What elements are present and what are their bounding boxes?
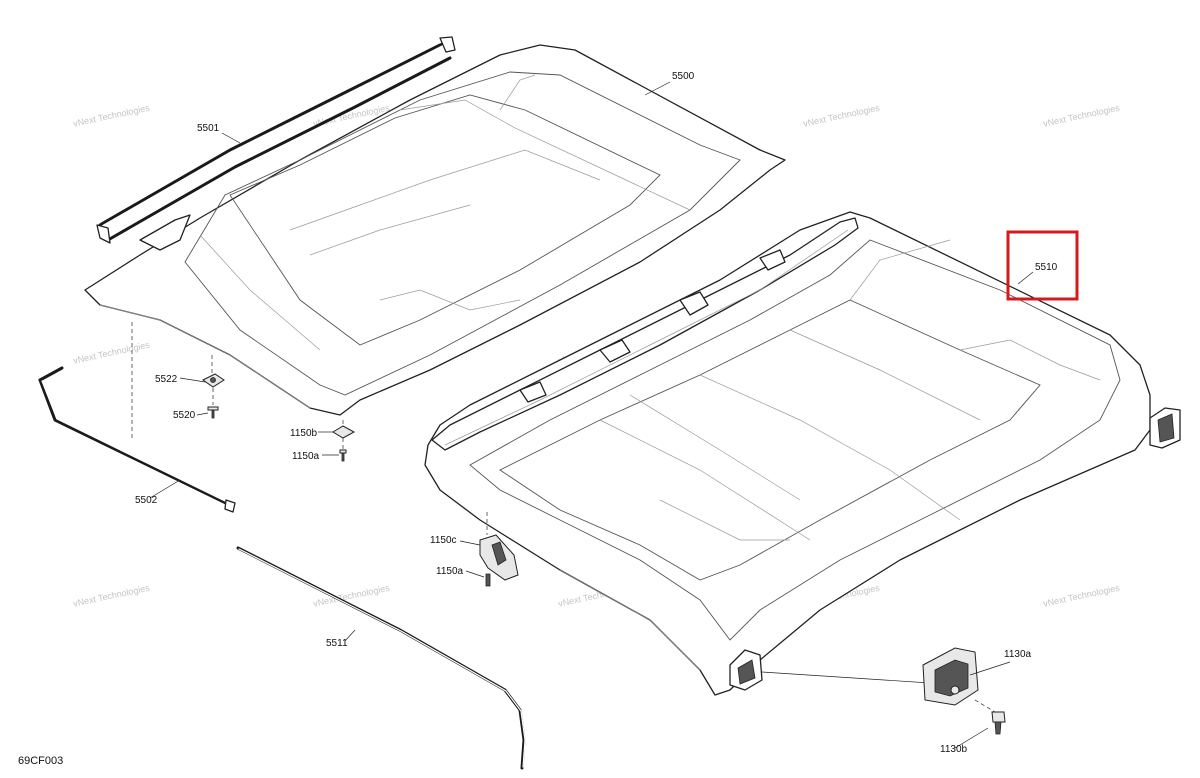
hardware-1150c-1150a — [479, 512, 519, 587]
watermark-0-0: vNext Technologies — [72, 103, 151, 129]
hardware-1150b-1150a — [332, 420, 356, 462]
roof-panel-5500 — [84, 44, 786, 416]
roof-panel-5510 — [424, 211, 1181, 696]
hardware-1130a-1130b — [761, 647, 1006, 735]
watermark-1-0: vNext Technologies — [72, 340, 151, 366]
part-label-5511[interactable]: 5511 — [326, 638, 348, 649]
leader-lines — [149, 81, 1034, 749]
watermark-2-4: vNext Technologies — [1042, 583, 1121, 609]
hardware-5522-5520 — [131, 322, 225, 440]
highlight-box-5510 — [1006, 230, 1079, 301]
part-labels: 5500 5501 5502 5510 5511 5522 5520 1150b… — [135, 71, 1058, 755]
seal-5502 — [38, 366, 236, 513]
part-label-1150a-upper[interactable]: 1150a — [292, 451, 320, 462]
gasket-5501 — [96, 36, 456, 244]
seal-5511 — [236, 546, 526, 770]
watermark-0-3: vNext Technologies — [802, 103, 881, 129]
part-label-5520[interactable]: 5520 — [173, 410, 196, 421]
diagram-code: 69CF003 — [18, 755, 63, 767]
part-label-1130a[interactable]: 1130a — [1004, 649, 1032, 660]
part-label-1150b[interactable]: 1150b — [290, 428, 318, 439]
part-label-5510[interactable]: 5510 — [1035, 262, 1058, 273]
watermark-0-4: vNext Technologies — [1042, 103, 1121, 129]
part-label-5500[interactable]: 5500 — [672, 71, 695, 82]
part-label-5501[interactable]: 5501 — [197, 123, 220, 134]
part-label-1150c[interactable]: 1150c — [430, 535, 457, 546]
part-label-1130b[interactable]: 1130b — [940, 744, 968, 755]
part-label-1150a-lower[interactable]: 1150a — [436, 566, 464, 577]
part-label-5522[interactable]: 5522 — [155, 374, 178, 385]
watermark-2-0: vNext Technologies — [72, 583, 151, 609]
part-label-5502[interactable]: 5502 — [135, 495, 158, 506]
